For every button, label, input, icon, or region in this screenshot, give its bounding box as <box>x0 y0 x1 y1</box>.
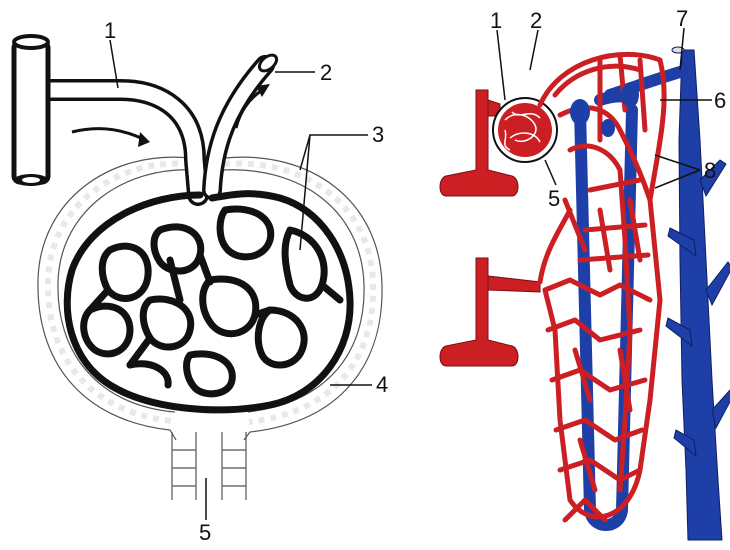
label-8-capillaries: 8 <box>704 158 716 183</box>
label-7-collecting-vein: 7 <box>676 6 688 31</box>
right-panel: 1 2 5 6 7 8 <box>440 6 730 540</box>
label-5-tubule-right: 5 <box>548 186 560 211</box>
label-1-afferent-arteriole: 1 <box>104 18 116 43</box>
efferent-arteriole <box>212 52 280 190</box>
label-5-tubule: 5 <box>199 520 211 545</box>
left-panel: 1 2 3 4 5 <box>14 18 388 545</box>
label-4-capsule-wall: 4 <box>376 372 388 397</box>
renal-tubule <box>172 432 246 500</box>
collecting-vein <box>666 47 730 540</box>
label-2-efferent-arteriole: 2 <box>320 60 332 85</box>
glomerulus-right <box>493 98 557 162</box>
glomerulus-tuft <box>67 194 350 410</box>
label-2-glomerulus: 2 <box>530 8 542 33</box>
label-1-renal-artery: 1 <box>490 8 502 33</box>
label-3-capsule: 3 <box>372 122 384 147</box>
label-6-vein: 6 <box>714 88 726 113</box>
